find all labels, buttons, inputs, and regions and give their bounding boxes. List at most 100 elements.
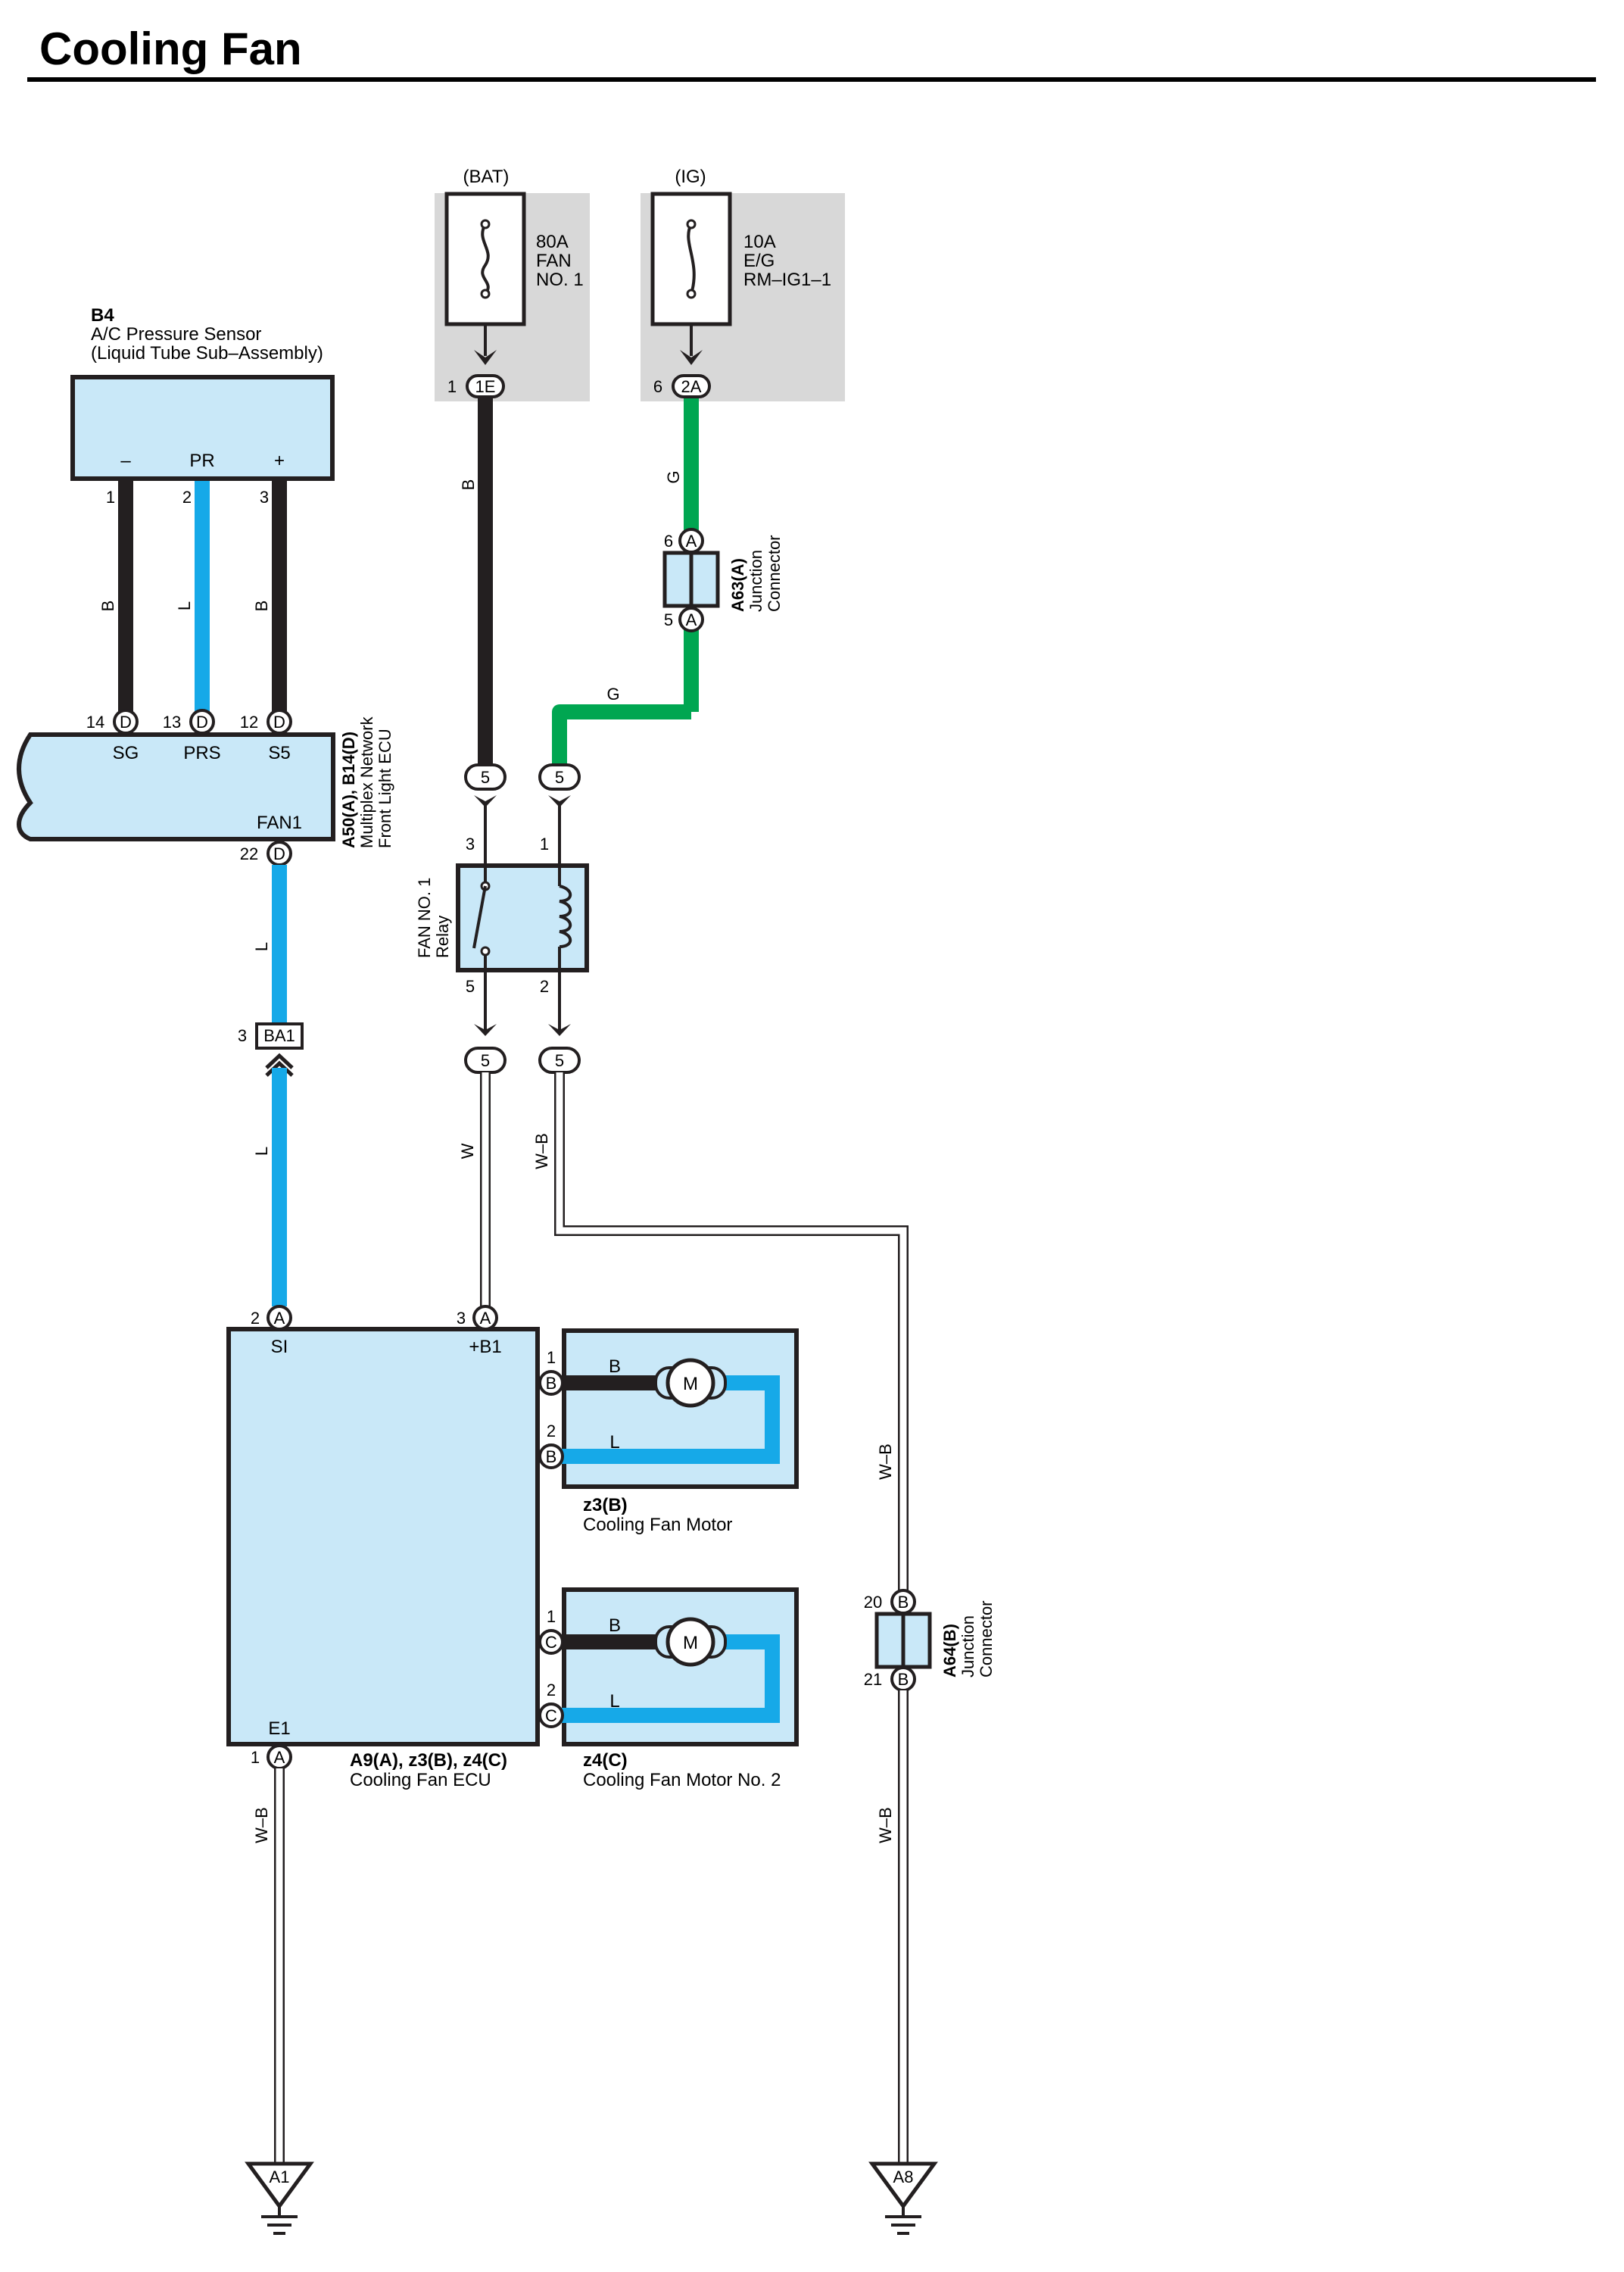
wire-bat-color: B xyxy=(459,479,478,491)
motor-2-pin1-conn: C xyxy=(545,1633,557,1652)
ba1-arrow-icon xyxy=(265,1053,294,1077)
front-ecu-name-1: Multiplex Network xyxy=(357,716,376,848)
connector-1e-label: 1E xyxy=(475,377,496,396)
fan-ecu-si-conn: A xyxy=(274,1309,285,1328)
wire-ig-to-relay-color: G xyxy=(606,685,619,704)
fuse-80a-end-top xyxy=(480,219,491,229)
front-ecu-fan1-label: FAN1 xyxy=(257,813,302,833)
front-ecu-sg-conn: D xyxy=(120,713,132,732)
relay-pin-3: 3 xyxy=(466,835,475,854)
wire-wb-relay-color: W–B xyxy=(532,1133,551,1169)
relay-switch-contact xyxy=(480,946,491,957)
front-ecu-sg-label: SG xyxy=(113,743,139,763)
wire-w-color: W xyxy=(458,1143,477,1159)
front-ecu-sg-pin: 14 xyxy=(86,713,104,732)
motor-2-pin2-terminal xyxy=(538,1702,564,1728)
relay-conn-top-right xyxy=(538,763,581,791)
wire-fan1-color: L xyxy=(252,942,271,951)
front-ecu-fan1-pin: 22 xyxy=(240,844,258,863)
motor-1-pin2: 2 xyxy=(547,1422,556,1440)
relay-body xyxy=(456,863,589,972)
motor-1-wire-l xyxy=(560,1375,780,1464)
fuse-80a-rating: 80A xyxy=(536,232,569,252)
fan-ecu-b1-label: +B1 xyxy=(469,1337,501,1357)
b4-terminal-pos: + xyxy=(274,451,285,471)
front-ecu-s5-pin: 12 xyxy=(240,713,258,732)
cooling-fan-motor-2: M B L C 1 C 2 z4(C) Cooling Fan Motor No… xyxy=(538,1587,799,1790)
motor-1-pin1: 1 xyxy=(547,1348,556,1367)
wire-ig-color: G xyxy=(664,470,683,483)
cooling-fan-motor-1: M B L B 1 B 2 z3(B) Cooling Fan Motor xyxy=(538,1328,799,1535)
ig-fuse-block: (IG) 10A E/G RM–IG1–1 xyxy=(641,167,845,401)
connector-ba1-label: BA1 xyxy=(263,1026,295,1045)
ground-a8-label: A8 xyxy=(893,2167,914,2186)
front-ecu-prs-label: PRS xyxy=(183,743,220,763)
connector-ba1 xyxy=(255,1022,304,1050)
ground-a8: A8 xyxy=(868,2161,938,2235)
relay-pin-2: 2 xyxy=(540,977,549,996)
b4-terminal-pr: PR xyxy=(189,451,214,471)
motor-2-icon xyxy=(665,1617,715,1667)
wire-ecu-gnd-color: W–B xyxy=(252,1807,271,1843)
a63-name-2: Connector xyxy=(765,535,784,612)
fan-ecu-e1-label: E1 xyxy=(268,1718,290,1739)
motor-2-pin1: 1 xyxy=(547,1607,556,1626)
motor-1-wire-b-color: B xyxy=(609,1356,621,1377)
fan-ecu-si-terminal xyxy=(267,1305,292,1331)
a64-code: A64(B) xyxy=(940,1624,959,1677)
wire-sg-color: B xyxy=(98,601,117,612)
front-ecu-prs-pin: 13 xyxy=(163,713,181,732)
fuse-80a-symbol xyxy=(481,223,490,295)
motor-2-wire-l xyxy=(560,1634,780,1723)
motor-1-pin1-terminal xyxy=(538,1370,564,1396)
a63-bottom-pin: 5 xyxy=(664,610,673,629)
relay-arrow-right-icon xyxy=(548,795,571,807)
motor-2-pin2: 2 xyxy=(547,1681,556,1699)
page-title: Cooling Fan xyxy=(39,23,302,74)
wire-wb-relay-fill xyxy=(556,1072,907,1590)
fan-ecu-si-pin: 2 xyxy=(251,1309,260,1328)
ig-label: (IG) xyxy=(675,167,706,187)
fan-ecu-si-label: SI xyxy=(271,1337,288,1357)
junction-a63: A 6 A 5 A63(A) Junction Connector xyxy=(662,528,784,632)
motor-2-wire-l-color: L xyxy=(609,1691,619,1712)
front-ecu-s5-terminal xyxy=(267,709,292,735)
fuse-80a-body xyxy=(444,192,526,326)
connector-ba1-pin: 3 xyxy=(238,1026,247,1045)
fuse-80a-name-1: FAN xyxy=(536,251,572,271)
ground-a1-label: A1 xyxy=(270,2167,290,2186)
front-ecu-prs-terminal xyxy=(189,709,215,735)
motor-2-pin2-conn: C xyxy=(545,1706,557,1725)
a63-bottom-terminal xyxy=(678,607,704,632)
b4-code: B4 xyxy=(91,305,114,326)
motor-1-symbol: M xyxy=(683,1374,698,1394)
relay-coil-icon xyxy=(559,885,572,948)
ground-a1: A1 xyxy=(245,2161,314,2235)
bat-fuse-block: (BAT) 80A FAN NO. 1 xyxy=(435,167,590,401)
wire-right-gnd-color: W–B xyxy=(876,1807,895,1843)
front-ecu-name-2: Front Light ECU xyxy=(376,729,394,848)
connector-1e-pin: 1 xyxy=(447,377,457,396)
ground-a1-triangle-icon xyxy=(245,2161,314,2210)
relay-out-arrow-left-icon xyxy=(474,1024,497,1036)
a64-bottom-conn: B xyxy=(898,1670,909,1689)
b4-pin-1: 1 xyxy=(106,488,115,507)
front-light-ecu: D 14 SG D 13 PRS D 12 S5 FAN1 D 22 A50(A… xyxy=(17,709,394,866)
relay-pin-1: 1 xyxy=(540,835,549,854)
relay-conn-top-left-label: 5 xyxy=(481,768,490,787)
relay-out-arrow-right-icon xyxy=(548,1024,571,1036)
b4-pin-2: 2 xyxy=(182,488,192,507)
fuse-10a-name-1: E/G xyxy=(743,251,775,271)
front-ecu-s5-label: S5 xyxy=(268,743,290,763)
fan-ecu-code: A9(A), z3(B), z4(C) xyxy=(350,1750,507,1771)
motor-2-wire-b-color: B xyxy=(609,1615,621,1636)
connector-2a xyxy=(672,374,711,398)
a63-name-1: Junction xyxy=(747,550,765,612)
a63-top-pin: 6 xyxy=(664,532,673,551)
fan-ecu-e1-conn: A xyxy=(274,1748,285,1767)
ground-a8-triangle-icon xyxy=(868,2161,938,2210)
relay-arrow-left-icon xyxy=(474,795,497,807)
front-ecu-code: A50(A), B14(D) xyxy=(339,732,358,848)
front-ecu-prs-conn: D xyxy=(196,713,208,732)
connector-1e xyxy=(466,374,505,398)
